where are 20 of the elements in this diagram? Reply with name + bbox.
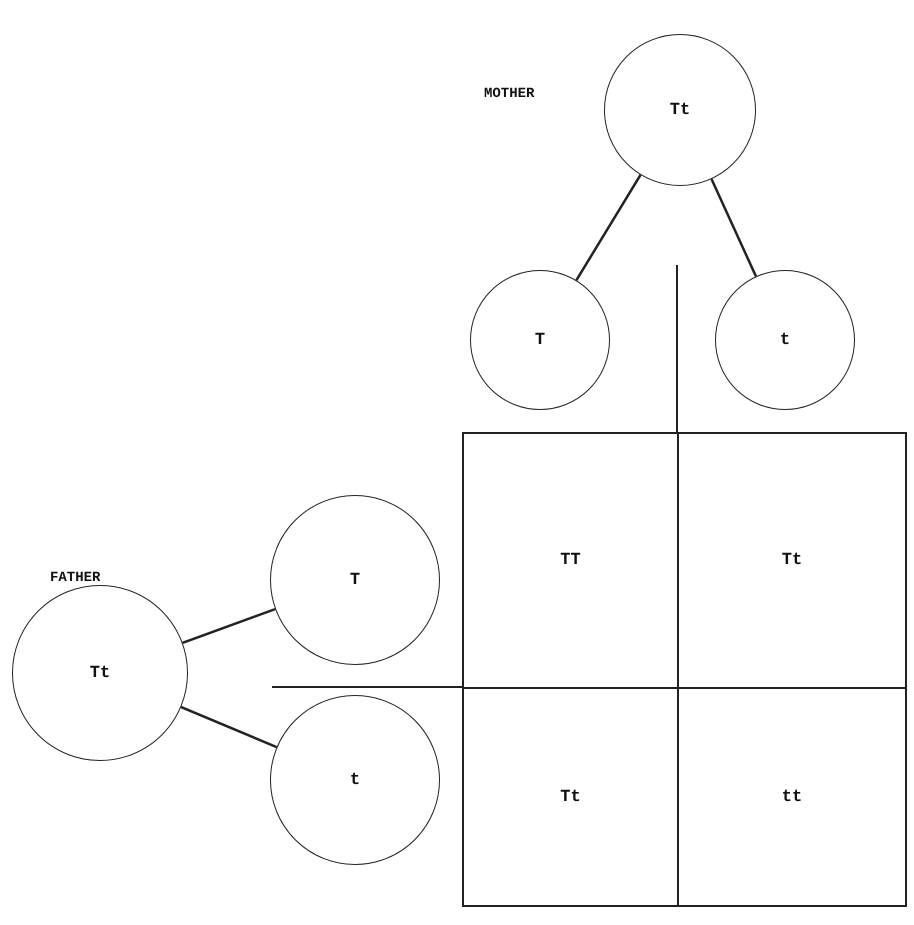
offspring-genotype: Tt xyxy=(782,551,802,570)
connector-line xyxy=(710,178,758,277)
punnett-square-cell xyxy=(462,687,679,907)
genotype-text: T xyxy=(350,570,360,590)
connector-line xyxy=(575,174,642,281)
genotype-text: Tt xyxy=(90,664,110,682)
parent-heading: MOTHER xyxy=(484,86,534,102)
offspring-genotype: Tt xyxy=(560,788,581,806)
genotype-text: T xyxy=(534,330,546,350)
connector-line xyxy=(180,706,278,748)
offspring-genotype: TT xyxy=(560,551,581,570)
offspring-genotype: tt xyxy=(782,788,802,806)
genotype-text: Tt xyxy=(670,100,690,120)
punnett-square-cell xyxy=(677,687,907,907)
connector-line xyxy=(182,608,276,644)
genotype-text: t xyxy=(350,770,360,790)
punnett-square-cell xyxy=(677,432,907,689)
genotype-text: t xyxy=(780,330,790,350)
parent-heading: FATHER xyxy=(50,570,100,586)
punnett-square-cell xyxy=(462,432,679,689)
